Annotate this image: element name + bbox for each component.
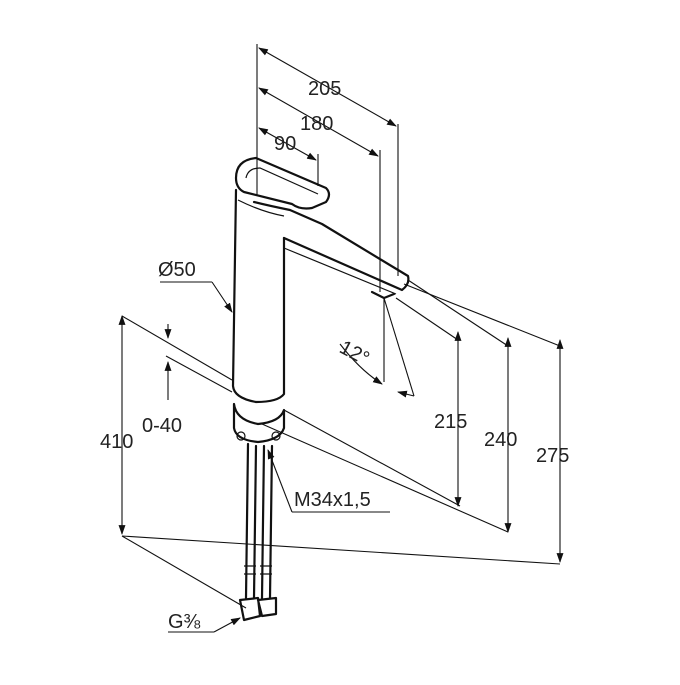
angle-callout: 12° <box>336 297 415 398</box>
dim-line-180 <box>258 87 379 157</box>
label-410: 410 <box>100 431 133 453</box>
spout <box>252 200 410 292</box>
label-angle-12: 12° <box>336 337 373 371</box>
lever-handle-inner <box>245 167 319 195</box>
label-thread-g38: G⅜ <box>168 611 201 633</box>
label-240: 240 <box>484 429 517 451</box>
dim-line-90 <box>258 127 317 161</box>
column-shading <box>237 199 285 217</box>
mounting-nut <box>232 402 286 444</box>
top-dimensions: 205 180 90 <box>256 44 399 292</box>
label-thread-m34: M34x1,5 <box>294 489 371 511</box>
label-215: 215 <box>434 411 467 433</box>
hose-clamp <box>244 565 272 575</box>
label-90: 90 <box>274 133 296 155</box>
nut-bolt-left <box>236 431 246 441</box>
hose-fittings <box>238 596 278 622</box>
thread-callouts: M34x1,5 G⅜ <box>168 449 390 633</box>
label-180: 180 <box>300 113 333 135</box>
right-dimensions: 215 240 275 <box>434 331 569 563</box>
supply-hose-right <box>260 444 274 600</box>
column-left-edge <box>231 188 286 404</box>
supply-hose-left <box>244 442 258 600</box>
label-275: 275 <box>536 445 569 467</box>
nut-bolt-right <box>271 431 281 441</box>
left-dimensions: 410 0-40 <box>100 315 182 535</box>
spout-underside <box>283 247 397 295</box>
diagonal-extensions <box>121 279 561 609</box>
label-205: 205 <box>308 78 341 100</box>
lever-handle <box>234 156 331 210</box>
faucet-body <box>231 156 410 622</box>
aerator <box>370 290 396 300</box>
diameter-callout: Ø50 <box>158 259 233 313</box>
label-diameter-50: Ø50 <box>158 259 196 281</box>
label-0-40: 0-40 <box>142 415 182 437</box>
